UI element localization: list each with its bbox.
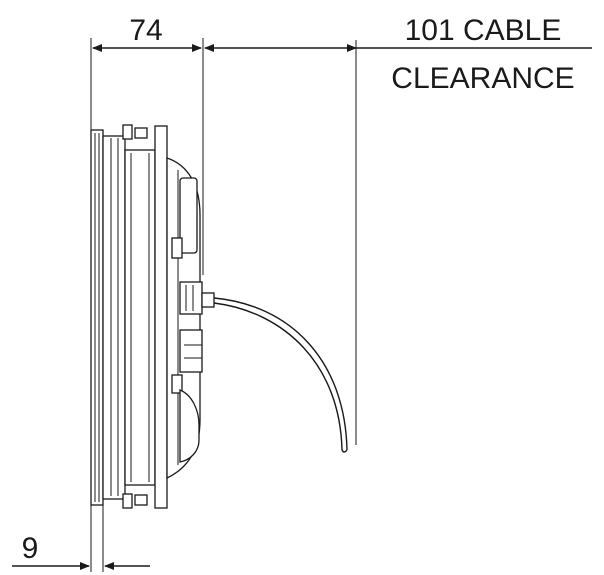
cable-end bbox=[341, 449, 348, 453]
inner-panel bbox=[124, 149, 156, 486]
upper-clip bbox=[171, 237, 183, 259]
lower-connector bbox=[179, 329, 203, 373]
upper-boss bbox=[179, 177, 198, 254]
flange-dimension: 9 bbox=[12, 500, 150, 572]
bottom-screw-left-icon bbox=[122, 493, 133, 509]
main-frame bbox=[102, 135, 126, 500]
cable-inner bbox=[213, 302, 343, 451]
flange-value: 9 bbox=[22, 532, 39, 565]
cable-plug-icon bbox=[201, 292, 215, 308]
cable-clearance-dimension: 101 CABLE CLEARANCE bbox=[204, 14, 592, 445]
cable-clearance-value: 101 CABLE bbox=[405, 14, 562, 47]
bottom-screw-right-icon bbox=[134, 494, 148, 506]
top-screw-right-icon bbox=[134, 127, 148, 139]
rear-plate bbox=[154, 125, 168, 509]
cable-clearance-label: CLEARANCE bbox=[391, 62, 574, 95]
depth-dimension: 74 bbox=[90, 14, 204, 275]
lower-boss bbox=[179, 389, 200, 463]
device-side-view bbox=[90, 124, 348, 509]
cable-outer bbox=[213, 297, 348, 451]
lower-clip bbox=[171, 374, 183, 394]
depth-value: 74 bbox=[129, 14, 162, 47]
top-screw-left-icon bbox=[122, 124, 133, 140]
connector-block bbox=[179, 281, 203, 315]
front-bezel bbox=[90, 129, 104, 506]
